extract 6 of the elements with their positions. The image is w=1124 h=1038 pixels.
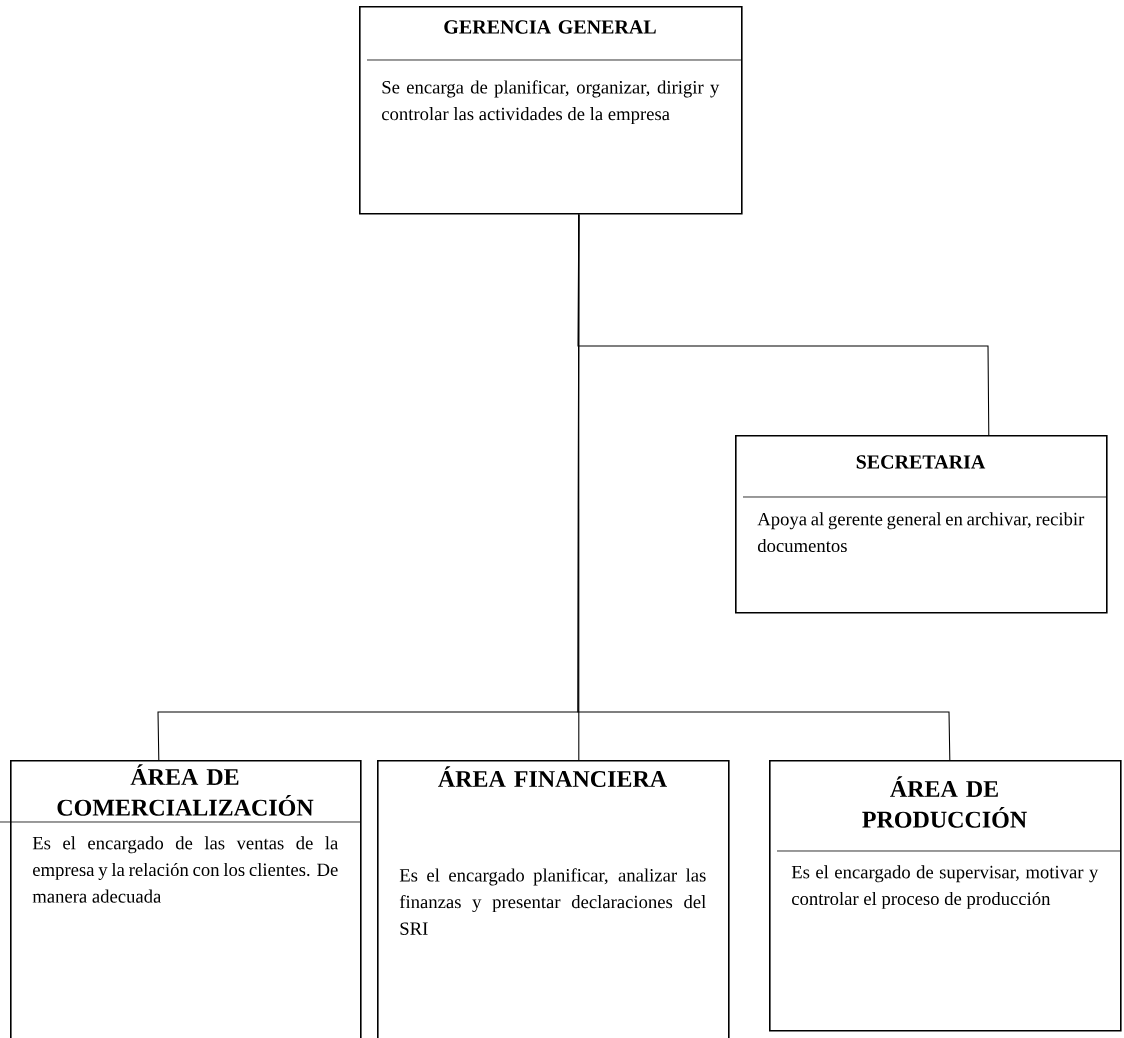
org-box: ÁREA FINANCIERA Es el encargado planificar, analizar las finanzas y presentar declaraciones del SRI bbox=[377, 760, 730, 1038]
org-box: ÁREA DE COMERCIALIZACIÓN Es el encargado de las ventas de la empresa y la relación con los clientes. De manera adecuada bbox=[0, 760, 362, 1038]
org-box: GERENCIA GENERAL Se encarga de planificar, organizar, dirigir y controlar las actividades de la empresa bbox=[359, 6, 743, 215]
org-box: SECRETARIA Apoya al gerente general en archivar, recibir documentos bbox=[735, 435, 1108, 614]
org-box: ÁREA DE PRODUCCIÓN Es el encargado de supervisar, motivar y controlar el proceso de producción bbox=[769, 760, 1122, 1032]
connector-line bbox=[577, 214, 951, 761]
